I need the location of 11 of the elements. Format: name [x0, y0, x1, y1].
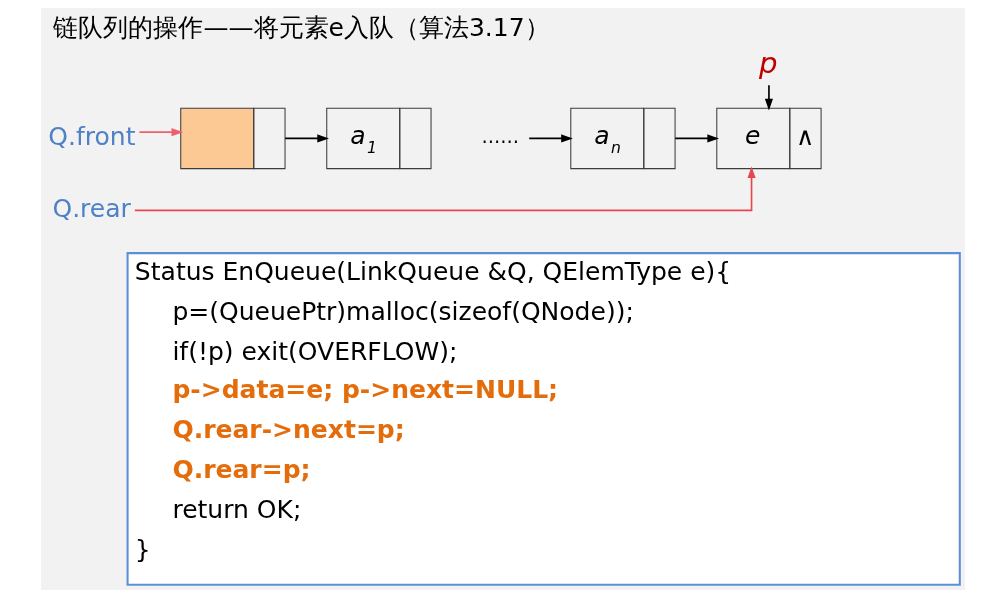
arrow: [284, 134, 329, 143]
arrow: [528, 134, 573, 143]
diagram-title: 链队列的操作——将元素e入队（算法3.17）: [53, 13, 550, 43]
node-text: ……: [481, 125, 520, 147]
node-text: Q.rear: [52, 193, 131, 223]
node-text: p: [759, 45, 778, 80]
arrow: [674, 134, 720, 143]
arrow: [138, 128, 184, 137]
arrow: [134, 166, 756, 212]
node-text: Q.front: [48, 121, 136, 151]
arrow: [764, 84, 774, 111]
